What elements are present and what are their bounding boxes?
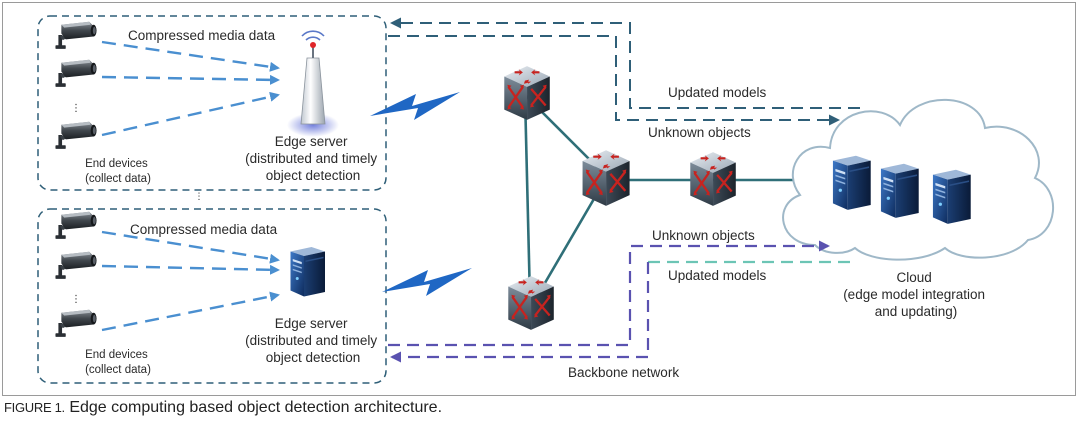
bottom-updated-models-label: Updated models [668, 268, 767, 283]
top-unknown-objects-flow [388, 35, 840, 126]
top-unknown-objects-label: Unknown objects [648, 125, 751, 140]
figure-caption: FIGURE 1. Edge computing based object de… [4, 399, 442, 417]
cloud-label: Cloud (edge model integration and updati… [843, 270, 989, 319]
top-updated-models-label: Updated models [668, 85, 767, 100]
top-edge-cluster-box [37, 15, 387, 191]
top-updated-models-flow [390, 17, 860, 109]
bottom-edge-cluster-box [37, 208, 387, 384]
device-ellipsis-dots: ⋮ [71, 294, 81, 305]
wireless-access-point-icon [287, 30, 339, 137]
device-ellipsis-dots: ⋮ [71, 103, 81, 114]
diagram-canvas: ⋮ ⋮ ⋮ [37, 15, 1055, 384]
bottom-media-label: Compressed media data [130, 222, 278, 237]
backbone-network-label: Backbone network [568, 365, 679, 380]
bottom-end-devices-label: End devices (collect data) [85, 349, 151, 376]
cluster-separator-dots: ⋮ [195, 191, 204, 201]
top-media-label: Compressed media data [128, 28, 276, 43]
top-end-devices-label: End devices (collect data) [85, 158, 151, 185]
bottom-unknown-objects-label: Unknown objects [652, 228, 755, 243]
bottom-updated-models-flow [390, 262, 650, 363]
bottom-edge-server-label: Edge server (distributed and timely obje… [245, 316, 381, 365]
top-media-arrows [101, 40, 280, 137]
figure-caption-text: Edge computing based object detection ar… [69, 399, 443, 416]
bottom-unknown-objects-flow [388, 240, 830, 347]
figure-frame [2, 2, 1076, 396]
bottom-media-arrows [101, 230, 280, 332]
top-edge-server-label: Edge server (distributed and timely obje… [245, 134, 381, 183]
figure-number: FIGURE 1. [4, 400, 65, 415]
